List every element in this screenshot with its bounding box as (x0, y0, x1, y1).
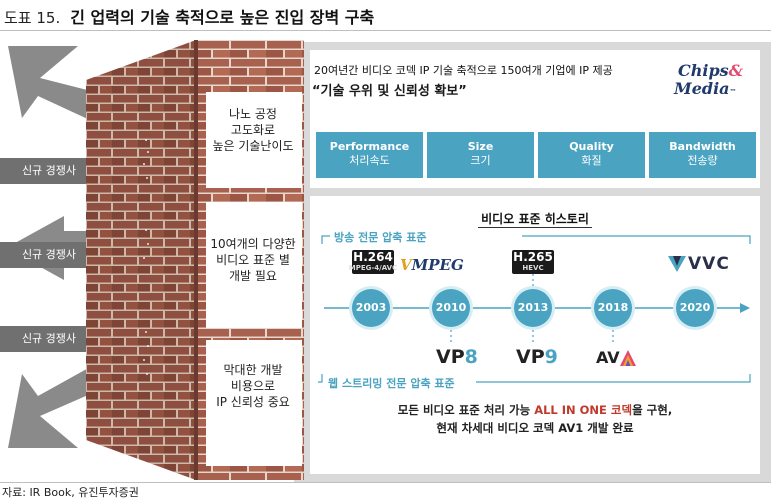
codec-mpeg: VMPEG (400, 256, 464, 274)
metric-bandwidth: Bandwidth 전송량 (649, 132, 756, 178)
codec-av1: AV (596, 348, 636, 367)
av1-triangle-icon (619, 349, 636, 366)
arrow-label-3: 신규 경쟁사 (21, 332, 77, 345)
web-label: 웹 스트리밍 전문 압축 표준 (324, 375, 459, 391)
wall-plate-2 (206, 202, 302, 328)
year-node-2020: 2020 (676, 289, 714, 327)
label-box-3 (0, 326, 100, 352)
tech-advantage-panel: 20여년간 비디오 코덱 IP 기술 축적으로 150여개 기업에 IP 제공 … (310, 50, 760, 188)
label-box-1 (0, 158, 100, 184)
history-title: 비디오 표준 히스토리 (481, 212, 589, 226)
figure-header: 도표 15. 긴 업력의 기술 축적으로 높은 진입 장벽 구축 (4, 4, 374, 28)
conclusion-line-2: 현재 차세대 비디오 코덱 AV1 개발 완료 (436, 421, 634, 435)
year-node-2010: 2010 (432, 289, 470, 327)
wall-side (86, 40, 196, 480)
wall-text-2: 10여개의 다양한 비디오 표준 별 개발 필요 (210, 237, 296, 283)
metric-quality: Quality 화질 (538, 132, 645, 178)
wall-plate-3 (206, 340, 302, 466)
codec-vvc: VVC (668, 254, 730, 274)
arrow-label-2: 신규 경쟁사 (21, 248, 77, 261)
tech-description: 20여년간 비디오 코덱 IP 기술 축적으로 150여개 기업에 IP 제공 (314, 64, 613, 77)
source-note: 자료: IR Book, 유진투자증권 (2, 486, 139, 499)
codec-vp8: VP8 (436, 346, 478, 368)
vvc-icon (668, 256, 686, 272)
source-divider (0, 482, 771, 483)
year-node-2003: 2003 (352, 289, 390, 327)
title-divider (0, 30, 771, 31)
brick-wall (86, 40, 304, 480)
history-title-underline (478, 227, 592, 228)
chips-media-logo: Chips& Media™ (674, 61, 744, 98)
broadcast-label: 방송 전문 압축 표준 (330, 229, 431, 245)
wall-text-1: 나노 공정 고도화로 높은 기술난이도 (212, 107, 294, 153)
codec-vp9: VP9 (516, 346, 558, 368)
figure-title: 긴 업력의 기술 축적으로 높은 진입 장벽 구축 (70, 8, 375, 27)
codec-h264: H.264 MPEG-4/AVC (348, 250, 398, 274)
arrow-label-1: 신규 경쟁사 (21, 164, 77, 177)
metric-row: Performance 처리속도 Size 크기 Quality 화질 Band… (316, 132, 756, 178)
figure-number: 도표 15. (4, 9, 61, 27)
label-box-2 (0, 242, 100, 268)
web-bracket (318, 374, 751, 383)
wall-plate-1 (206, 92, 302, 188)
metric-performance: Performance 처리속도 (316, 132, 423, 178)
conclusion-line-1: 모든 비디오 표준 처리 가능 ALL IN ONE 코덱을 구현, (397, 403, 673, 417)
year-node-2018: 2018 (594, 289, 632, 327)
tech-emphasis: “기술 우위 및 신뢰성 확보” (312, 84, 467, 99)
metric-size: Size 크기 (427, 132, 534, 178)
video-standard-history-panel: 비디오 표준 히스토리 방송 전문 압축 표준 웹 스트리밍 전문 압축 표준 … (310, 196, 760, 474)
timeline-arrowhead (740, 303, 750, 313)
codec-h265: H.265 HEVC (512, 250, 554, 274)
wall-text-3: 막대한 개발 비용으로 IP 신뢰성 중요 (216, 363, 290, 409)
year-node-2013: 2013 (514, 289, 552, 327)
